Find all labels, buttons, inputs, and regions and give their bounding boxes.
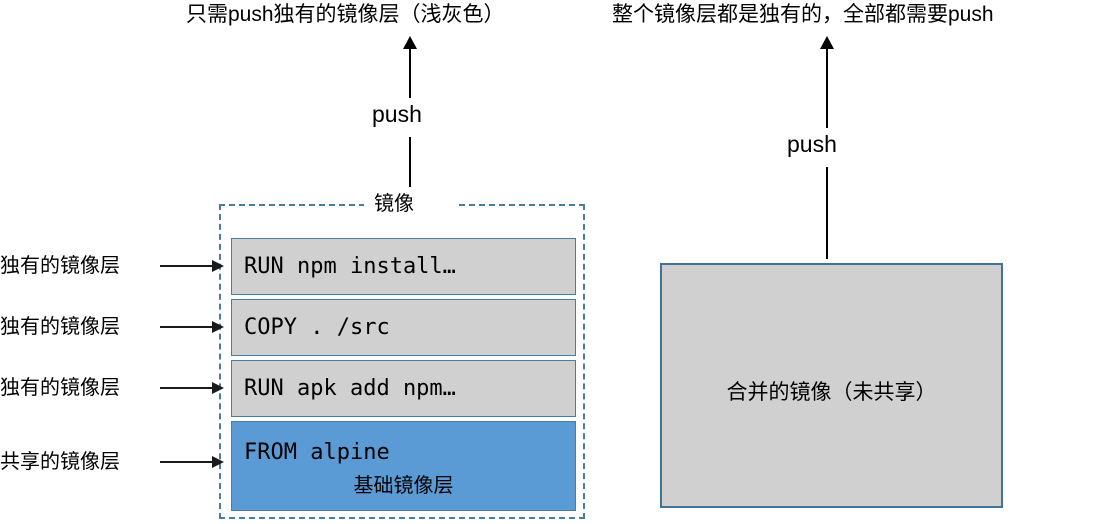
side-arrow-shaft xyxy=(160,326,214,328)
side-label-shared-layer: 共享的镜像层 xyxy=(0,451,120,473)
layer-box-from-alpine: FROM alpine 基础镜像层 xyxy=(231,421,576,511)
arrow-head-right-icon xyxy=(212,382,224,394)
layer-box-run-apk-add-npm: RUN apk add npm… xyxy=(231,360,576,417)
heading-left-caption: 只需push独有的镜像层（浅灰色） xyxy=(186,3,505,26)
merged-image-label: 合并的镜像（未共享） xyxy=(726,381,937,404)
arrow-head-up-icon xyxy=(403,36,417,49)
side-label-unique-layer-3: 独有的镜像层 xyxy=(0,377,120,399)
side-label-unique-layer-1: 独有的镜像层 xyxy=(0,255,120,277)
side-label-unique-layer-2: 独有的镜像层 xyxy=(0,316,120,338)
caption-gap-mask xyxy=(364,194,456,216)
arrow-head-right-icon xyxy=(212,260,224,272)
arrow-shaft-lower xyxy=(409,137,411,187)
side-arrow-shaft xyxy=(160,387,214,389)
side-arrow-shaft xyxy=(160,461,214,463)
layer-command-text: RUN npm install… xyxy=(244,253,456,279)
layer-command-text: COPY . /src xyxy=(244,314,390,340)
heading-right-caption: 整个镜像层都是独有的，全部都需要push xyxy=(612,3,994,26)
arrow-head-right-icon xyxy=(212,456,224,468)
layer-box-copy-src: COPY . /src xyxy=(231,299,576,356)
merged-image-box: 合并的镜像（未共享） xyxy=(660,263,1003,508)
layer-command-text: FROM alpine xyxy=(244,440,390,465)
side-arrow-shaft xyxy=(160,265,214,267)
arrow-shaft-upper xyxy=(409,48,411,98)
arrow-shaft-lower xyxy=(826,167,828,259)
layer-box-run-npm-install: RUN npm install… xyxy=(231,238,576,295)
arrow-head-right-icon xyxy=(212,321,224,333)
layer-command-text: RUN apk add npm… xyxy=(244,375,456,401)
layer-sublabel-base-image: 基础镜像层 xyxy=(353,475,454,497)
image-container-caption: 镜像 xyxy=(374,193,414,215)
push-label-right: push xyxy=(787,131,837,157)
push-label-left: push xyxy=(372,101,422,127)
arrow-head-up-icon xyxy=(820,36,834,49)
arrow-shaft-upper xyxy=(826,48,828,128)
